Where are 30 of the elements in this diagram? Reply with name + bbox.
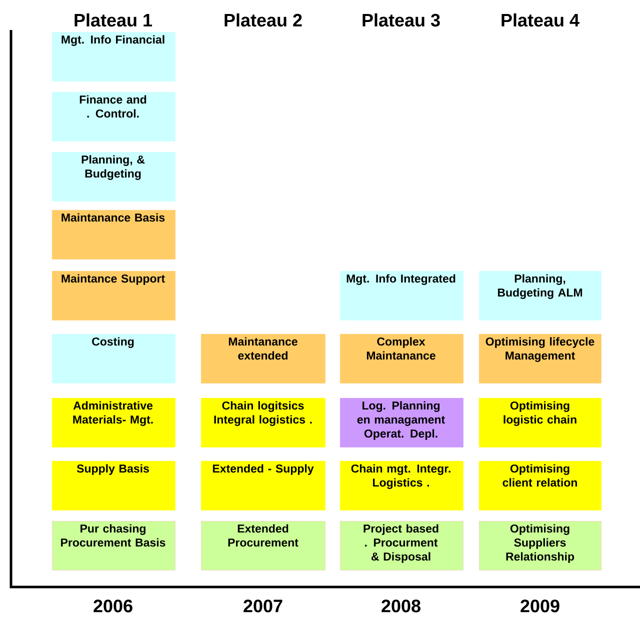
plateau-box: Maintanance Basis xyxy=(52,210,176,260)
year-label: 2008 xyxy=(382,600,420,612)
plateau-box: Administrative Materials- Mgt. xyxy=(52,398,176,448)
plateau-box: Costing xyxy=(52,334,176,384)
plateau-box: Planning, & Budgeting xyxy=(52,152,176,202)
plateau-box: Finance and . Control. xyxy=(52,92,176,142)
plateau-box: Optimising lifecycle Management xyxy=(479,334,602,384)
plateau-box: Mgt. Info Financial xyxy=(52,32,176,82)
plateau-box: Supply Basis xyxy=(52,460,176,510)
plateau-box: Optimising Suppliers Relationship xyxy=(479,520,602,570)
plateau-box: Pur chasing Procurement Basis xyxy=(52,520,176,570)
plateau-box: Maintance Support xyxy=(52,270,176,320)
plateau-box: Optimising client relation xyxy=(479,460,602,510)
year-label: 2006 xyxy=(94,600,132,612)
column-heading: Plateau 2 xyxy=(224,13,302,27)
year-label: 2009 xyxy=(520,600,560,612)
plateau-box: Extended Procurement xyxy=(201,520,326,570)
plateau-box: Optimising logistic chain xyxy=(479,398,602,448)
plateau-box: Log. Planning en managament Operat. Depl. xyxy=(340,398,464,448)
plateau-box: Chain mgt. Integr. Logistics . xyxy=(340,460,464,510)
plateau-box: Chain logitsics Integral logistics . xyxy=(201,398,326,448)
plateau-box: Project based . Procurment & Disposal xyxy=(340,520,464,570)
plateau-box: Extended - Supply xyxy=(201,460,326,510)
plateau-box: Complex Maintanance xyxy=(340,334,464,384)
column-heading: Plateau 3 xyxy=(362,13,440,27)
year-label: 2007 xyxy=(244,600,282,612)
plateau-box: Maintanance extended xyxy=(201,334,326,384)
plateau-box: Planning, Budgeting ALM xyxy=(479,270,602,320)
plateau-box: Mgt. Info Integrated xyxy=(340,270,464,320)
column-heading: Plateau 4 xyxy=(502,13,580,27)
